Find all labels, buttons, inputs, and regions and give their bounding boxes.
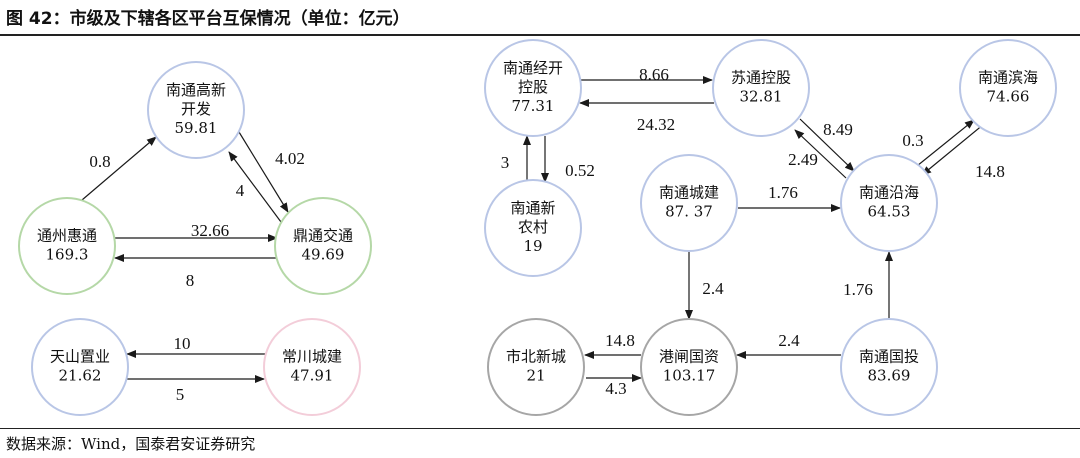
node-circle bbox=[484, 39, 582, 137]
node-circle bbox=[487, 318, 585, 416]
bottom-rule bbox=[0, 428, 1080, 429]
edge-value-label: 32.66 bbox=[191, 221, 229, 240]
edge-value-label: 2.4 bbox=[702, 279, 724, 298]
node-value: 74.66 bbox=[987, 88, 1030, 106]
arrow-tongzhou-huitong-to-nantong-gaoxin bbox=[81, 136, 157, 201]
node-value: 64.53 bbox=[868, 203, 911, 221]
node-value: 59.81 bbox=[175, 119, 218, 137]
edge-value-label: 4.3 bbox=[605, 379, 626, 398]
node-circle bbox=[959, 39, 1057, 137]
edge-value-label: 24.32 bbox=[637, 115, 675, 134]
node-name: 南通城建 bbox=[659, 184, 719, 202]
node-name: 南通沿海 bbox=[859, 184, 919, 202]
figure-title: 图 42：市级及下辖各区平台互保情况（单位：亿元） bbox=[6, 9, 410, 29]
node-circle bbox=[840, 154, 938, 252]
edge-value-label: 8 bbox=[186, 271, 195, 290]
node-name: 开发 bbox=[181, 100, 211, 118]
node-circle bbox=[274, 197, 372, 295]
edge-value-label: 4.02 bbox=[275, 149, 305, 168]
edge-value-label: 1.76 bbox=[843, 280, 873, 299]
node-value: 103.17 bbox=[663, 367, 716, 385]
edge-value-label: 4 bbox=[236, 181, 245, 200]
node-name: 天山置业 bbox=[50, 348, 110, 366]
arrow-sutong-konggu-to-nantong-yanhai bbox=[799, 118, 855, 172]
node-value: 21 bbox=[526, 367, 545, 385]
arrow-dingtong-jiaotong-to-nantong-gaoxin bbox=[228, 151, 282, 223]
edge-value-label: 8.49 bbox=[823, 120, 853, 139]
node-name: 苏通控股 bbox=[731, 69, 791, 87]
node-value: 77.31 bbox=[512, 97, 555, 115]
node-name: 南通滨海 bbox=[978, 69, 1038, 87]
node-circle bbox=[484, 179, 582, 277]
node-name: 南通国投 bbox=[859, 348, 919, 366]
node-circle bbox=[640, 318, 738, 416]
edge-labels-layer: 0.8 4.02 4 32.66 8 10 5 8.66 24.32 3 0.52 8.49 2.49 0… bbox=[89, 65, 1005, 404]
arrow-nantong-yanhai-to-nantong-binhai bbox=[911, 119, 975, 171]
node-name: 控股 bbox=[518, 78, 548, 96]
node-name: 南通高新 bbox=[166, 81, 226, 99]
node-name: 常川城建 bbox=[282, 348, 342, 366]
node-name: 南通新 bbox=[510, 199, 555, 217]
arrow-nantong-gaoxin-to-dingtong-jiaotong bbox=[238, 131, 289, 213]
node-circle bbox=[18, 197, 116, 295]
node-circle bbox=[840, 318, 938, 416]
edge-value-label: 1.76 bbox=[768, 183, 798, 202]
node-circle bbox=[147, 61, 245, 159]
edge-value-label: 10 bbox=[174, 334, 191, 353]
edge-value-label: 14.8 bbox=[605, 331, 635, 350]
arrow-nantong-yanhai-to-sutong-konggu bbox=[794, 129, 847, 179]
edge-value-label: 8.66 bbox=[639, 65, 669, 84]
node-value: 87. 37 bbox=[665, 203, 713, 221]
edge-value-label: 3 bbox=[501, 153, 510, 172]
node-name: 南通经开 bbox=[503, 59, 563, 77]
node-value: 47.91 bbox=[291, 367, 334, 385]
edge-value-label: 0.3 bbox=[902, 131, 923, 150]
edge-value-label: 14.8 bbox=[975, 162, 1005, 181]
edge-value-label: 2.49 bbox=[788, 150, 818, 169]
top-rule bbox=[0, 34, 1080, 36]
node-value: 83.69 bbox=[868, 367, 911, 385]
arrow-nantong-binhai-to-nantong-yanhai bbox=[921, 123, 985, 176]
node-name: 农村 bbox=[518, 218, 548, 236]
node-value: 19 bbox=[523, 237, 542, 255]
edge-value-label: 5 bbox=[176, 385, 185, 404]
node-name: 鼎通交通 bbox=[293, 227, 353, 245]
node-circle bbox=[263, 318, 361, 416]
edge-value-label: 0.8 bbox=[89, 152, 110, 171]
node-value: 49.69 bbox=[302, 246, 345, 264]
node-name: 通州惠通 bbox=[37, 227, 97, 245]
node-name: 港闸国资 bbox=[659, 348, 719, 366]
node-name: 市北新城 bbox=[506, 348, 566, 366]
node-value: 21.62 bbox=[59, 367, 102, 385]
edges-layer bbox=[81, 76, 985, 383]
edge-value-label: 2.4 bbox=[778, 331, 800, 350]
node-circle bbox=[640, 154, 738, 252]
source-note: 数据来源：Wind，国泰君安证券研究 bbox=[6, 435, 256, 453]
node-circle bbox=[712, 39, 810, 137]
node-value: 169.3 bbox=[46, 246, 89, 264]
node-circle bbox=[31, 318, 129, 416]
node-value: 32.81 bbox=[740, 88, 783, 106]
edge-value-label: 0.52 bbox=[565, 161, 595, 180]
